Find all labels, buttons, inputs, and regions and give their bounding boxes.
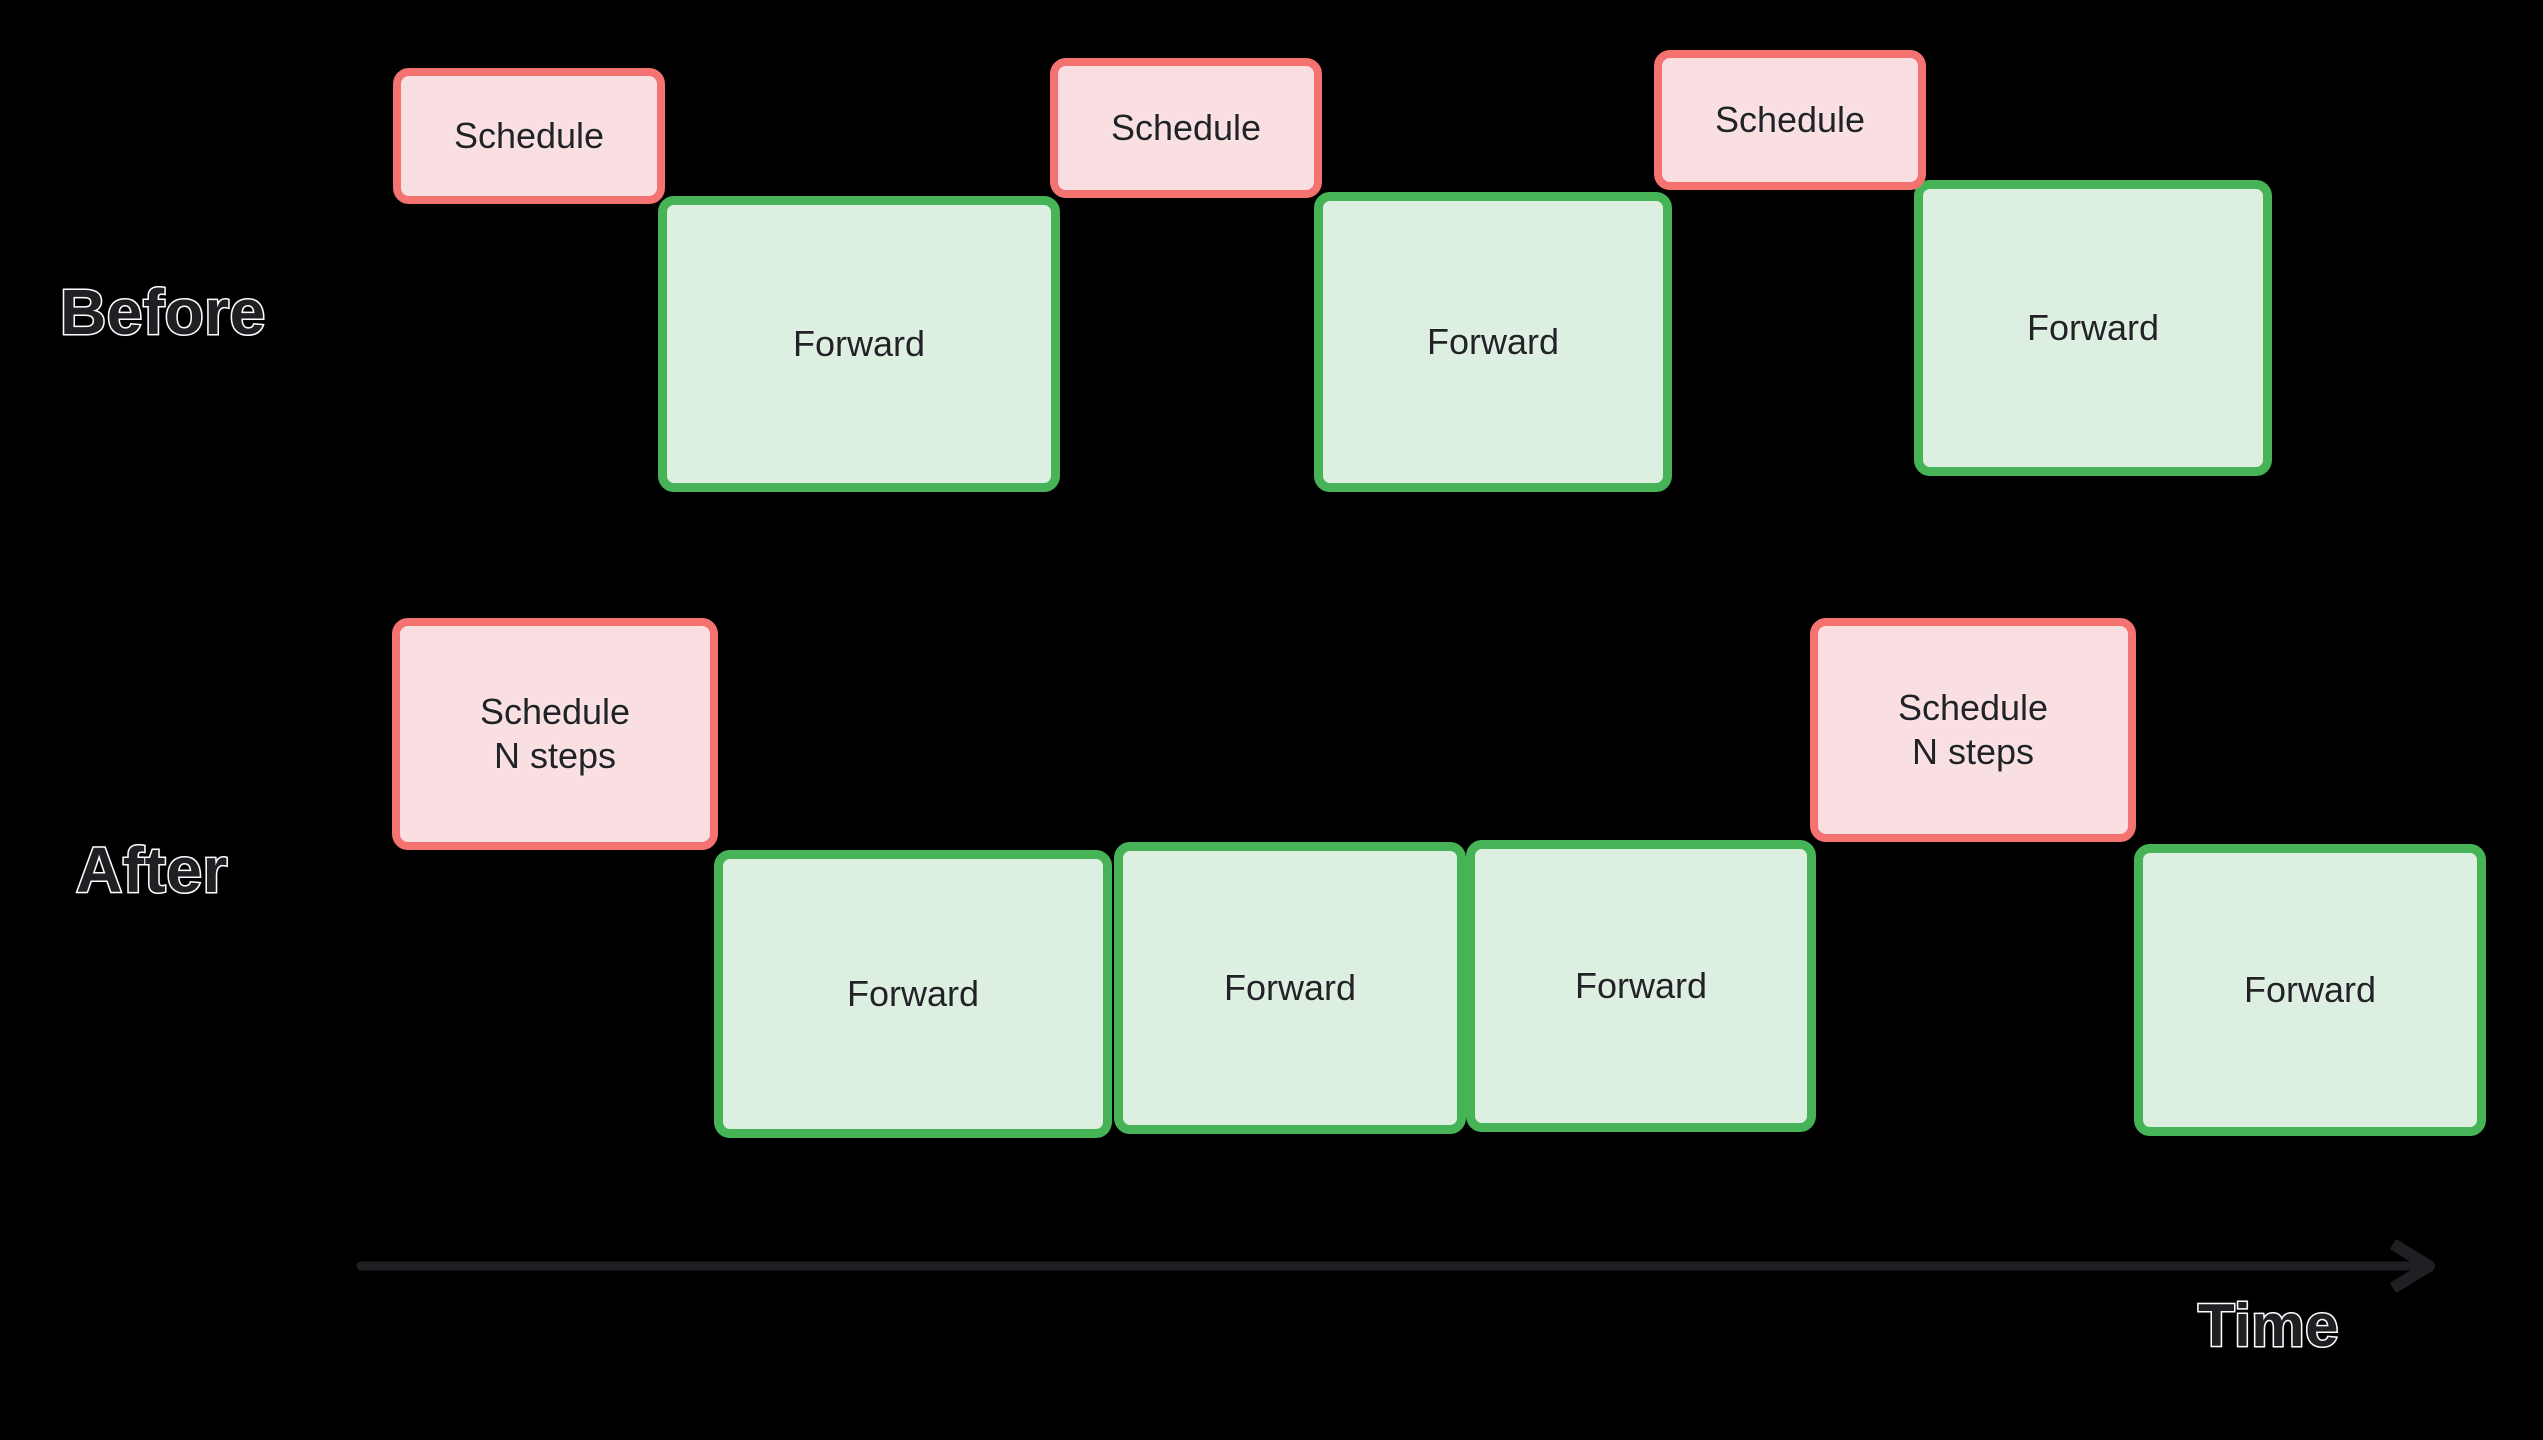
forward-block: Forward — [1314, 192, 1672, 492]
forward-block: Forward — [714, 850, 1112, 1138]
forward-block: Forward — [1914, 180, 2272, 476]
time-axis-label: Time — [2197, 1292, 2340, 1359]
schedule-n-steps-block: Schedule N steps — [1810, 618, 2136, 842]
forward-block: Forward — [1466, 840, 1816, 1132]
time-axis-arrow-icon — [355, 1240, 2445, 1292]
schedule-block: Schedule — [1654, 50, 1926, 190]
schedule-block: Schedule — [1050, 58, 1322, 198]
forward-block: Forward — [1114, 842, 1466, 1134]
forward-block: Forward — [658, 196, 1060, 492]
schedule-block: Schedule — [393, 68, 665, 204]
row-label-before: Before — [59, 276, 267, 348]
schedule-n-steps-block: Schedule N steps — [392, 618, 718, 850]
row-label-after: After — [75, 834, 229, 906]
forward-block: Forward — [2134, 844, 2486, 1136]
